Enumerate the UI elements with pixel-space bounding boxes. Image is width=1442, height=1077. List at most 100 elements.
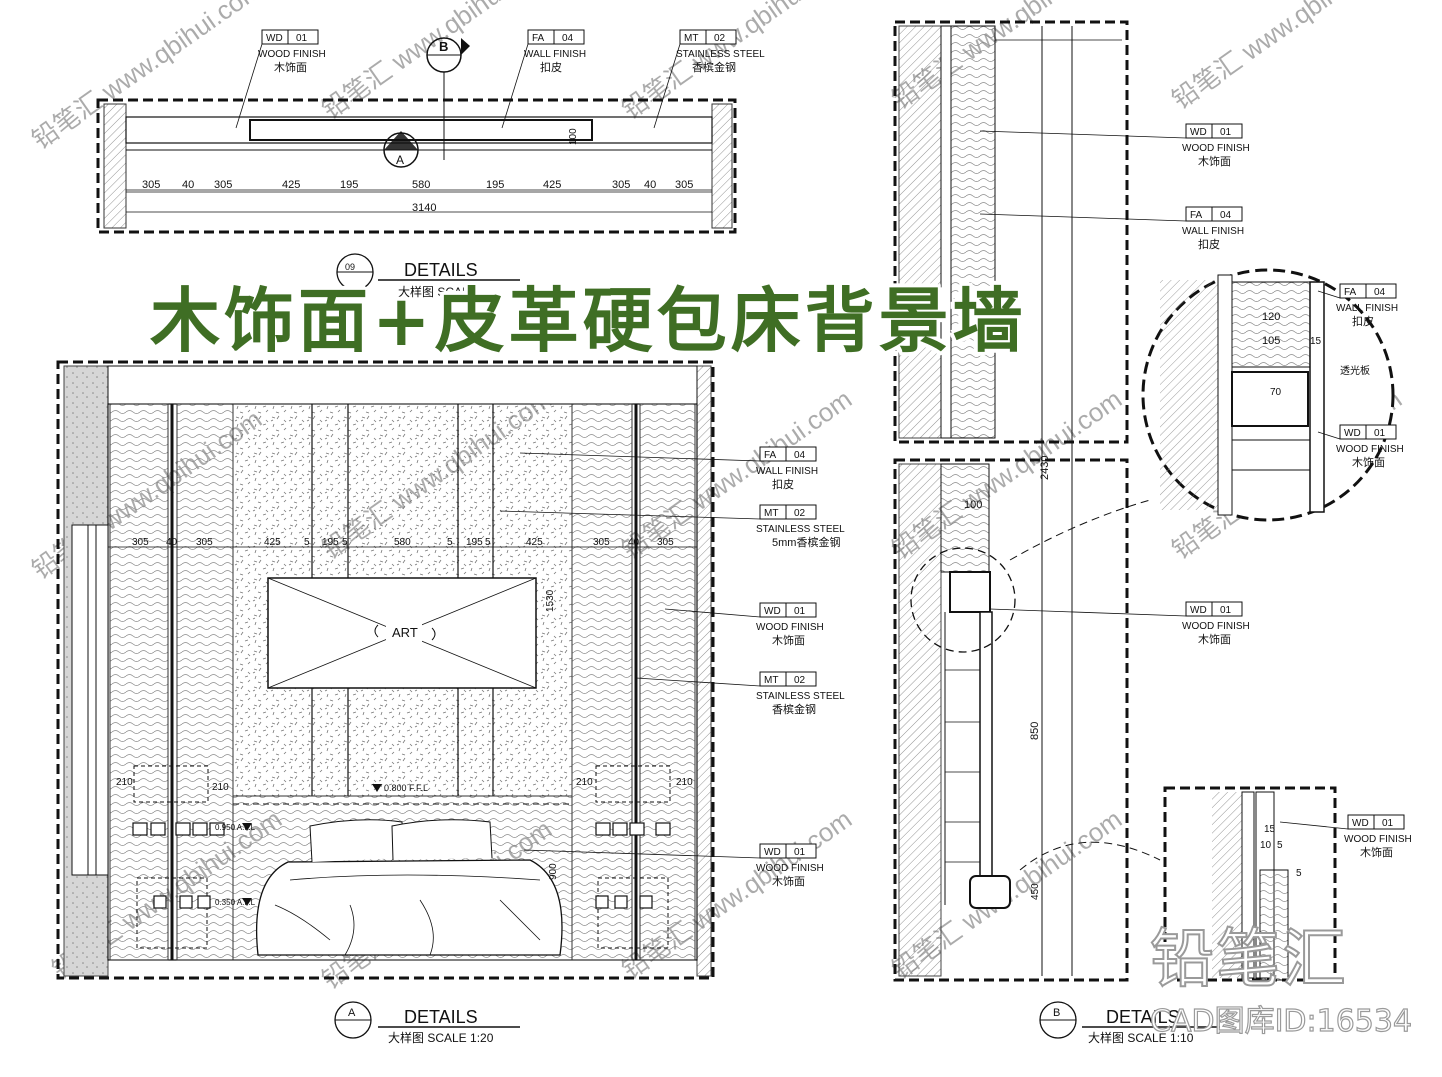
section-total-dim: 2430 <box>1039 456 1051 480</box>
watermark-caption: CAD图库ID:16534 <box>1149 1003 1413 1039</box>
banner-title: 木饰面+皮革硬包床背景墙 <box>150 280 1027 362</box>
callout-code: FA <box>1190 210 1203 221</box>
bed-height-dim: 900 <box>548 863 559 880</box>
section-base-dim: 450 <box>1030 883 1041 900</box>
callout-material-en: STAINLESS STEEL <box>756 524 845 535</box>
ffl-mark: 0.800 F.F.L <box>384 783 428 793</box>
svg-text:70: 70 <box>1270 387 1282 398</box>
bed <box>255 819 563 956</box>
callout-material-cn: 香槟金钢 <box>772 702 816 716</box>
svg-text:B: B <box>1053 1007 1060 1019</box>
callout-code: MT <box>684 33 698 44</box>
callout-number: 01 <box>794 606 806 617</box>
svg-text:大样图 SCALE 1:20: 大样图 SCALE 1:20 <box>388 1030 494 1045</box>
svg-text:15: 15 <box>1264 824 1276 835</box>
callout-material-cn: 木饰面 <box>1352 455 1385 469</box>
watermark-tile: 铅笔汇 www.qbihui.com <box>26 0 267 155</box>
callout-material-en: WOOD FINISH <box>1182 143 1250 154</box>
svg-text:DETAILS: DETAILS <box>404 1007 478 1027</box>
elevation-dim: 305 <box>196 537 213 548</box>
plan-title-block: 09 DETAILS 大样图 SCALE <box>336 253 520 299</box>
callout-code: FA <box>532 33 545 44</box>
watermark-logo: 铅笔汇 <box>1149 922 1348 998</box>
svg-text:大样图 SCALE 1:10: 大样图 SCALE 1:10 <box>1088 1030 1194 1045</box>
section-lower-dim: 850 <box>1029 722 1041 740</box>
elevation-dim: 305 <box>132 537 149 548</box>
svg-text:5: 5 <box>1296 868 1302 879</box>
callout-number: 04 <box>1220 210 1232 221</box>
watermark-tile: 铅笔汇 www.qbihui.com <box>616 0 857 125</box>
plan-dim: 305 <box>142 179 160 191</box>
svg-text:09: 09 <box>345 262 355 272</box>
elevation-dim: 40 <box>166 537 178 548</box>
callout-material-cn: 扣皮 <box>772 477 794 491</box>
callout-number: 01 <box>1382 818 1394 829</box>
callout-code: WD <box>764 606 781 617</box>
art-height-dim: 1530 <box>545 589 556 612</box>
elevation-dim: 5 <box>447 537 453 548</box>
callout-material-en: WOOD FINISH <box>1336 444 1404 455</box>
plan-dim: 305 <box>675 179 693 191</box>
section-width-dim: 100 <box>964 499 982 511</box>
plan-depth-dim: 100 <box>568 128 579 145</box>
callout-number: 02 <box>794 675 806 686</box>
elevation-dim: 580 <box>394 537 411 548</box>
svg-text:10: 10 <box>1260 840 1272 851</box>
art-frame: ART <box>267 577 537 689</box>
callout-material-cn: 木饰面 <box>1198 632 1231 646</box>
svg-text:大样图 SCALE: 大样图 SCALE <box>398 284 477 299</box>
callout-number: 02 <box>714 33 726 44</box>
plan-total-dim: 3140 <box>412 202 436 214</box>
section-view: 100 2430 850 450 B DETAILS 大样图 SCALE 1:1… <box>893 20 1220 1045</box>
plan-dim: 305 <box>214 179 232 191</box>
callout-material-cn: 扣皮 <box>1198 237 1220 251</box>
callout-material-cn: 香槟金钢 <box>692 60 736 74</box>
callout-code: WD <box>1190 605 1207 616</box>
plan-dim: 305 <box>612 179 630 191</box>
elevation-dim: 40 <box>628 537 640 548</box>
callout-material-cn: 木饰面 <box>274 60 307 74</box>
afl-mark: 0.950 A.F.L <box>215 823 256 832</box>
callout-code: WD <box>764 847 781 858</box>
callout-material-cn: 木饰面 <box>772 633 805 647</box>
detail-note: 透光板 <box>1340 364 1370 377</box>
elevation-view: ART 0.800 F.F.L <box>56 360 715 1045</box>
elevation-dim: 5 <box>342 537 348 548</box>
svg-text:5: 5 <box>1277 840 1283 851</box>
callout-number: 04 <box>1374 287 1386 298</box>
plan-dim: 425 <box>282 179 300 191</box>
callout-material-en: WOOD FINISH <box>258 49 326 60</box>
watermark-tile: 铅笔汇 www.qbihui.com <box>1166 0 1407 115</box>
callout-material-en: WALL FINISH <box>756 466 818 477</box>
side-dim: 210 <box>116 777 133 788</box>
plan-dim: 195 <box>486 179 504 191</box>
section-marker-b: B <box>426 37 470 160</box>
callout-number: 02 <box>794 508 806 519</box>
elevation-dim: 305 <box>593 537 610 548</box>
callout-code: MT <box>764 675 778 686</box>
plan-dim: 40 <box>644 179 656 191</box>
callout-number: 01 <box>1374 428 1386 439</box>
callout-material-cn: 木饰面 <box>1360 845 1393 859</box>
side-dim: 210 <box>576 777 593 788</box>
side-dim: 210 <box>676 777 693 788</box>
plan-dim: 195 <box>340 179 358 191</box>
svg-text:DETAILS: DETAILS <box>1106 1007 1180 1027</box>
